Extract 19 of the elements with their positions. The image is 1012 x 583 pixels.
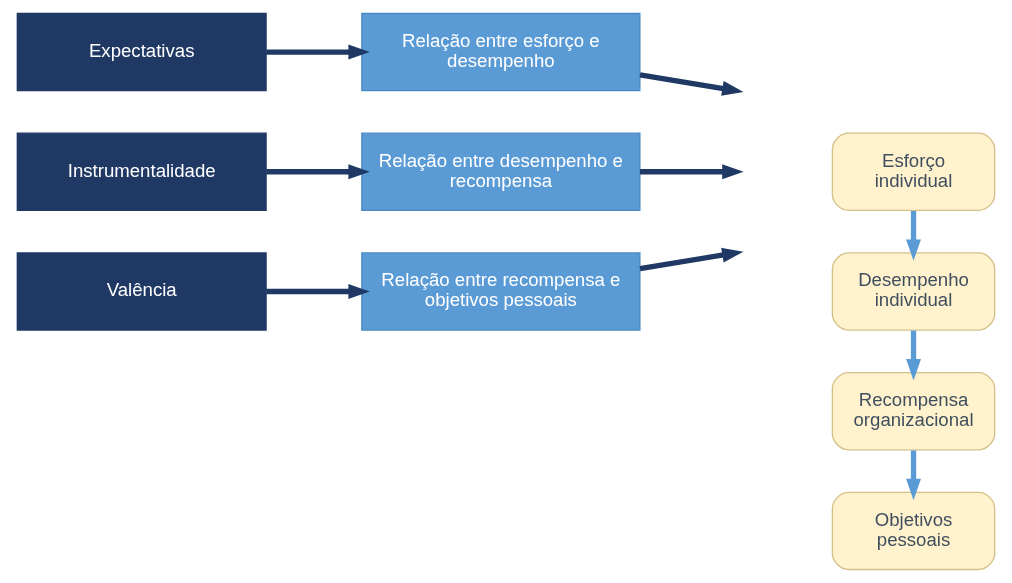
node-box: Relação entre recompensa e objetivos pessoais bbox=[361, 252, 641, 331]
arrow bbox=[906, 450, 921, 501]
node-box: Relação entre esforço e desempenho bbox=[361, 12, 641, 92]
arrow bbox=[906, 330, 921, 381]
node-box: Instrumentalidade bbox=[16, 132, 267, 212]
node-box: Expectativas bbox=[16, 12, 267, 92]
arrow bbox=[266, 44, 370, 60]
node-box: Esforço individual bbox=[831, 132, 996, 212]
arrow bbox=[640, 164, 744, 180]
arrow bbox=[639, 72, 744, 96]
arrow bbox=[639, 247, 744, 272]
node-box: Recompensa organizacional bbox=[831, 371, 996, 451]
node-box: Desempenho individual bbox=[831, 252, 996, 331]
node-box: Valência bbox=[16, 252, 267, 331]
node-box: Objetivos pessoais bbox=[831, 491, 996, 571]
arrow bbox=[266, 164, 370, 180]
arrow bbox=[906, 210, 921, 261]
node-box: Relação entre desempenho e recompensa bbox=[361, 132, 641, 212]
arrow bbox=[266, 284, 370, 299]
